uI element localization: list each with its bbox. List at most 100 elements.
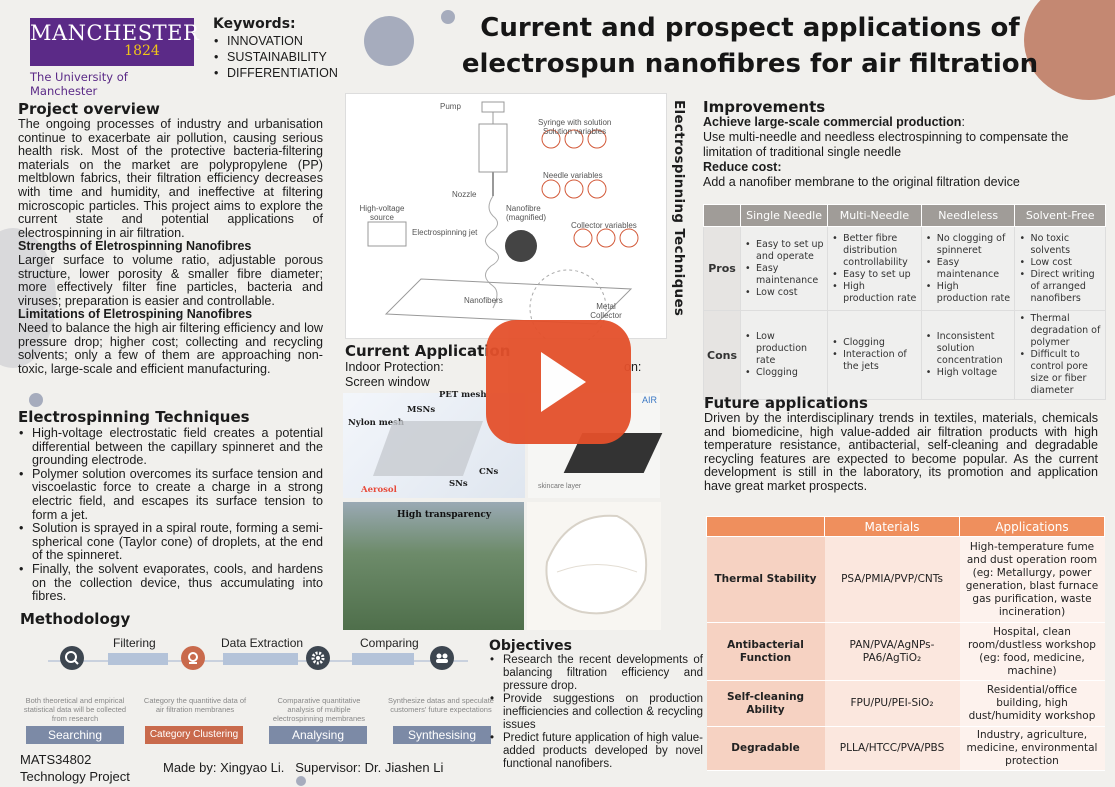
material-cell: PSA/PMIA/PVP/CNTs <box>824 536 960 623</box>
label-nanofibers: Nanofibers <box>464 296 503 305</box>
mesh-figure: Nylon mesh MSNs PET mesh CNs SNs Aerosol <box>343 390 525 498</box>
objectives-section: Objectives Research the recent developme… <box>489 638 703 771</box>
step-desc: Category the quantitive data of air filt… <box>143 696 247 714</box>
label-skincare: skincare layer <box>538 483 582 490</box>
technique-item: High-voltage electrostatic field creates… <box>18 426 323 468</box>
step-searching: Searching <box>26 726 124 744</box>
mask-icon <box>545 514 648 615</box>
property-cell: Self-cleaning Ability <box>706 680 825 727</box>
comparison-table: Single Needle Multi-Needle Needleless So… <box>702 204 1106 400</box>
label-nozzle: Nozzle <box>452 190 477 199</box>
label-nylon: Nylon mesh <box>348 418 405 428</box>
step-desc: Comparative quantitative analysis of mul… <box>272 696 366 723</box>
application-cell: Residential/office building, high dust/h… <box>959 680 1105 727</box>
row-label: Pros <box>702 226 742 311</box>
cell-item: High production rate <box>831 281 918 305</box>
course-name: Technology Project <box>20 769 130 784</box>
keyword-item: INNOVATION <box>213 33 363 49</box>
cell-item: Thermal degradation of polymer <box>1018 313 1102 349</box>
membrane-figure: AIR skincare layer <box>528 393 663 498</box>
keyword-item: SUSTAINABILITY <box>213 49 363 65</box>
cell-item: High voltage <box>925 367 1012 379</box>
techniques-vertical-label: Electrospinning Techniques <box>671 100 687 317</box>
label-jet: Electrospinning jet <box>412 228 478 237</box>
cell-item: Interaction of the jets <box>831 349 918 373</box>
label-msns: MSNs <box>407 405 436 415</box>
label-hv-source: High-voltage source <box>359 204 405 222</box>
future-header: Applications <box>959 516 1105 537</box>
property-cell: Antibacterial Function <box>706 622 825 681</box>
improvement-sub1-colon: : <box>961 115 965 129</box>
techniques-list: High-voltage electrostatic field creates… <box>18 426 323 604</box>
comparison-header: Needleless <box>920 204 1016 227</box>
course-code: MATS34802 Technology Project <box>20 751 130 785</box>
future-header <box>706 516 825 537</box>
logo-year: 1824 <box>124 43 160 59</box>
cell-item: High production rate <box>925 281 1012 305</box>
limits-text: Need to balance the high air filtering e… <box>18 320 323 376</box>
table-cell: Inconsistent solution concentrationHigh … <box>920 310 1016 400</box>
objective-item: Provide suggestions on production ineffi… <box>489 693 703 732</box>
strengths-heading: Strengths of Eletrospinning Nanofibres <box>18 239 252 254</box>
cell-item: Easy maintenance <box>744 263 824 287</box>
improvements-heading: Improvements <box>703 98 826 116</box>
improvement-text2: Add a nanofiber membrane to the original… <box>703 175 1020 189</box>
flow-label-filtering: Filtering <box>113 636 156 650</box>
cell-item: Low cost <box>744 287 824 299</box>
course-number: MATS34802 <box>20 752 92 767</box>
cell-item: No clogging of spinneret <box>925 233 1012 257</box>
methodology-heading: Methodology <box>20 610 131 628</box>
current-application: Current Application Indoor Protection: S… <box>345 342 665 390</box>
indoor-protection: Indoor Protection: <box>345 360 444 374</box>
label-pet: PET mesh <box>439 390 487 400</box>
table-cell: No clogging of spinneretEasy maintenance… <box>920 226 1016 311</box>
cell-item: Inconsistent solution concentration <box>925 331 1012 367</box>
label-pump: Pump <box>440 102 461 111</box>
improvements-section: Improvements Achieve large-scale commerc… <box>703 100 1103 190</box>
arrow-icon <box>223 653 298 665</box>
application-cell: High-temperature fume and dust operation… <box>959 536 1105 623</box>
current-app-heading: Current Application <box>345 342 511 360</box>
cell-item: Easy to set up <box>831 269 918 281</box>
label-high-transparency: High transparency <box>397 510 492 520</box>
step-analysing: Analysing <box>269 726 367 744</box>
material-cell: PAN/PVA/AgNPs-PA6/AgTiO₂ <box>824 622 960 681</box>
overview-text: The ongoing processes of industry and ur… <box>18 117 323 240</box>
flow-label-comparing: Comparing <box>360 636 419 650</box>
logo-box: MANCHESTER 1824 <box>30 18 199 66</box>
play-icon <box>541 352 586 412</box>
arrow-icon <box>108 653 168 665</box>
cell-item: Difficult to control pore size or fiber … <box>1018 349 1102 397</box>
electrospinning-diagram: Pump Syringe with solution Solution vari… <box>345 93 667 340</box>
future-section: Future applications Driven by the interd… <box>704 394 1098 494</box>
future-row: Thermal Stability PSA/PMIA/PVP/CNTs High… <box>706 536 1105 623</box>
search-icon <box>60 646 84 670</box>
title-line-1: Current and prospect applications of <box>480 13 1020 43</box>
improvement-text1: Use multi-needle and needless electrospi… <box>703 130 1069 159</box>
keywords-list: INNOVATION SUSTAINABILITY DIFFERENTIATIO… <box>213 33 363 81</box>
play-button[interactable] <box>486 320 631 444</box>
cell-item: Easy to set up and operate <box>744 239 824 263</box>
mesh-sheet <box>372 421 484 476</box>
credits: Made by: Xingyao Li. Supervisor: Dr. Jia… <box>163 760 444 775</box>
table-cell: Low production rateClogging <box>740 310 829 400</box>
table-cell: Better fibre distribution controllabilit… <box>827 226 922 311</box>
decor-dot <box>29 393 43 407</box>
objectives-heading: Objectives <box>489 638 572 654</box>
label-nanofibre-mag: Nanofibre (magnified) <box>506 204 547 222</box>
methodology-flow: Filtering Data Extraction Comparing Both… <box>18 634 494 746</box>
label-solution-vars: Solution variables <box>543 127 607 136</box>
project-overview: Project overview The ongoing processes o… <box>18 100 323 376</box>
table-cell: CloggingInteraction of the jets <box>827 310 922 400</box>
technique-item: Polymer solution overcomes its surface t… <box>18 467 323 522</box>
future-header: Materials <box>824 516 960 537</box>
decor-circle <box>364 16 414 66</box>
improvement-sub1: Achieve large-scale commercial productio… <box>703 115 1103 130</box>
improvement-sub1-label: Achieve large-scale commercial productio… <box>703 115 962 129</box>
future-row: Antibacterial Function PAN/PVA/AgNPs-PA6… <box>706 622 1105 681</box>
row-label: Cons <box>702 310 742 400</box>
mask-photo <box>527 502 661 630</box>
comparison-header: Solvent-Free <box>1014 204 1106 227</box>
future-text: Driven by the interdisciplinary trends i… <box>704 411 1098 493</box>
keywords-title: Keywords: <box>213 16 296 32</box>
